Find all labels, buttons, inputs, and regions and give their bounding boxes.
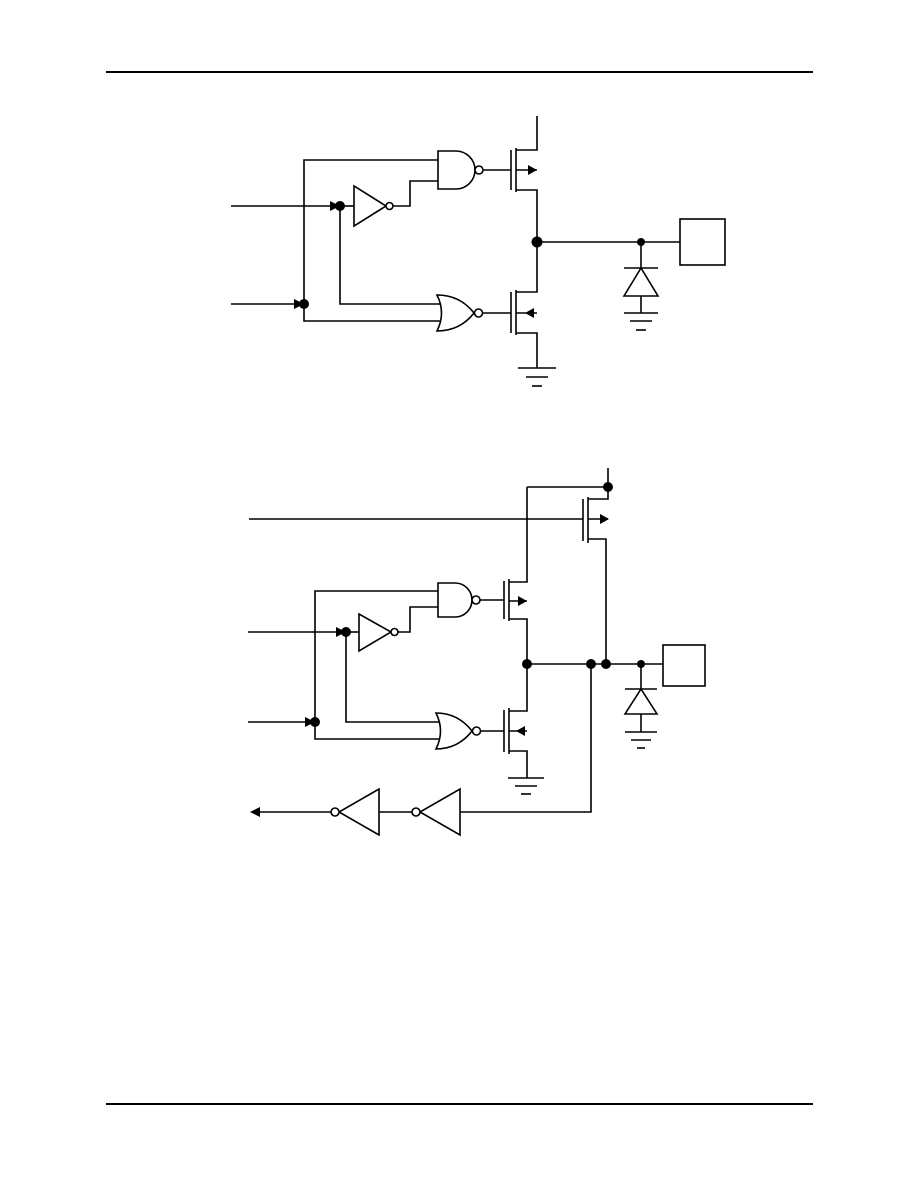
junction-dot <box>522 659 532 669</box>
protection-diode <box>623 664 659 749</box>
input-line-1 <box>248 627 346 637</box>
junction-dot <box>531 236 543 248</box>
nand-gate <box>437 150 511 190</box>
enable-wires <box>303 159 444 322</box>
junction-dot <box>637 660 645 668</box>
ground-symbol <box>508 777 544 795</box>
enable-wires <box>314 590 443 740</box>
output-buffer-schematic <box>231 116 726 387</box>
pmos-transistor <box>503 487 528 664</box>
input-inverter-1 <box>330 787 380 837</box>
nor-gate <box>434 712 504 750</box>
nand-gate <box>437 582 504 618</box>
junction-dot <box>637 238 645 246</box>
junction-dot <box>335 201 345 211</box>
nmos-transistor <box>510 242 538 368</box>
junction-dot <box>310 717 320 727</box>
pmos-transistor <box>510 116 538 242</box>
bidirectional-buffer-schematic <box>248 468 706 837</box>
protection-diode <box>622 242 660 331</box>
junction-dot <box>299 299 309 309</box>
inverter-gate <box>353 184 394 228</box>
junction-dot <box>603 482 613 492</box>
ground-symbol <box>518 367 556 387</box>
footer-rule <box>106 1103 813 1105</box>
junction-dot <box>586 659 596 669</box>
input-inverter-2 <box>411 787 461 837</box>
input-line-2 <box>248 717 315 727</box>
junction-dot <box>341 627 351 637</box>
output-pad <box>679 218 726 266</box>
junction-dot <box>601 659 611 669</box>
output-line <box>250 807 331 817</box>
nor-gate <box>435 294 511 332</box>
header-rule <box>106 71 813 73</box>
pullup-pmos <box>249 468 609 664</box>
nmos-transistor <box>503 664 528 778</box>
input-feedback-wire <box>460 664 592 813</box>
inverter-gate <box>358 612 399 653</box>
io-pad <box>662 644 706 687</box>
